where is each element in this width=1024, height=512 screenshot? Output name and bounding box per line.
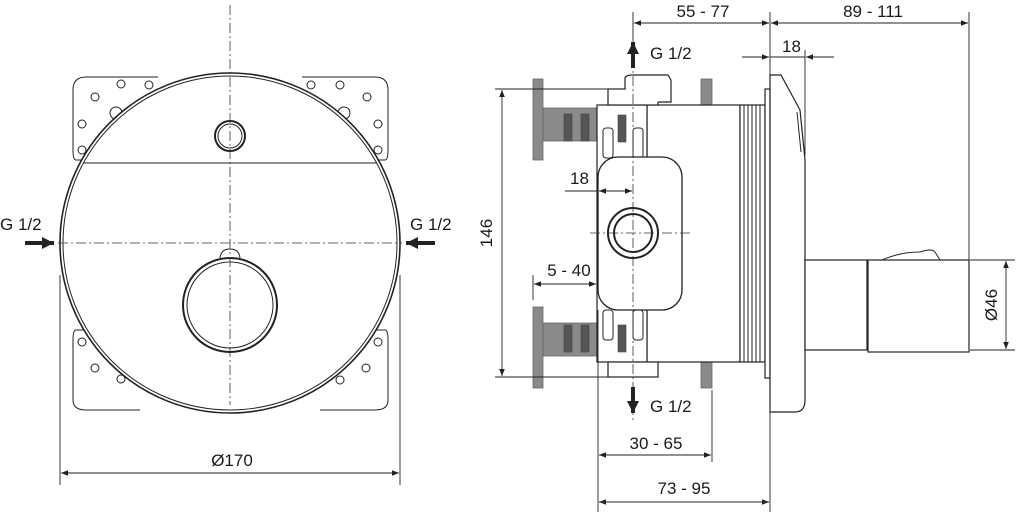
body-cutout bbox=[597, 156, 683, 311]
outlet-label-bottom: G 1/2 bbox=[650, 397, 692, 416]
dim-label-18-plate: 18 bbox=[782, 37, 801, 56]
cover-plate-side bbox=[769, 74, 806, 413]
side-view: G 1/2 G 1/2 55 - 77 89 - 111 18 18 146 5… bbox=[477, 2, 1015, 512]
dim-label-30-65: 30 - 65 bbox=[630, 434, 683, 453]
spindle bbox=[804, 259, 868, 351]
diameter-label: Ø170 bbox=[211, 451, 253, 470]
dim-label-46: Ø46 bbox=[982, 289, 1001, 321]
dim-label-55-77: 55 - 77 bbox=[677, 2, 730, 21]
mounting-holes bbox=[77, 79, 383, 385]
dim-label-18-offset: 18 bbox=[570, 169, 589, 188]
inlet-label-left: G 1/2 bbox=[0, 215, 42, 234]
handle bbox=[867, 259, 970, 353]
thread-section bbox=[739, 88, 771, 379]
outlet-label-top: G 1/2 bbox=[650, 44, 692, 63]
front-view: G 1/2 G 1/2 Ø170 bbox=[0, 5, 452, 485]
dim-label-89-111: 89 - 111 bbox=[843, 2, 903, 21]
inlet-label-right: G 1/2 bbox=[410, 215, 452, 234]
dim-label-146: 146 bbox=[477, 219, 496, 247]
dim-label-5-40: 5 - 40 bbox=[547, 261, 590, 280]
dim-label-73-95: 73 - 95 bbox=[658, 479, 711, 498]
